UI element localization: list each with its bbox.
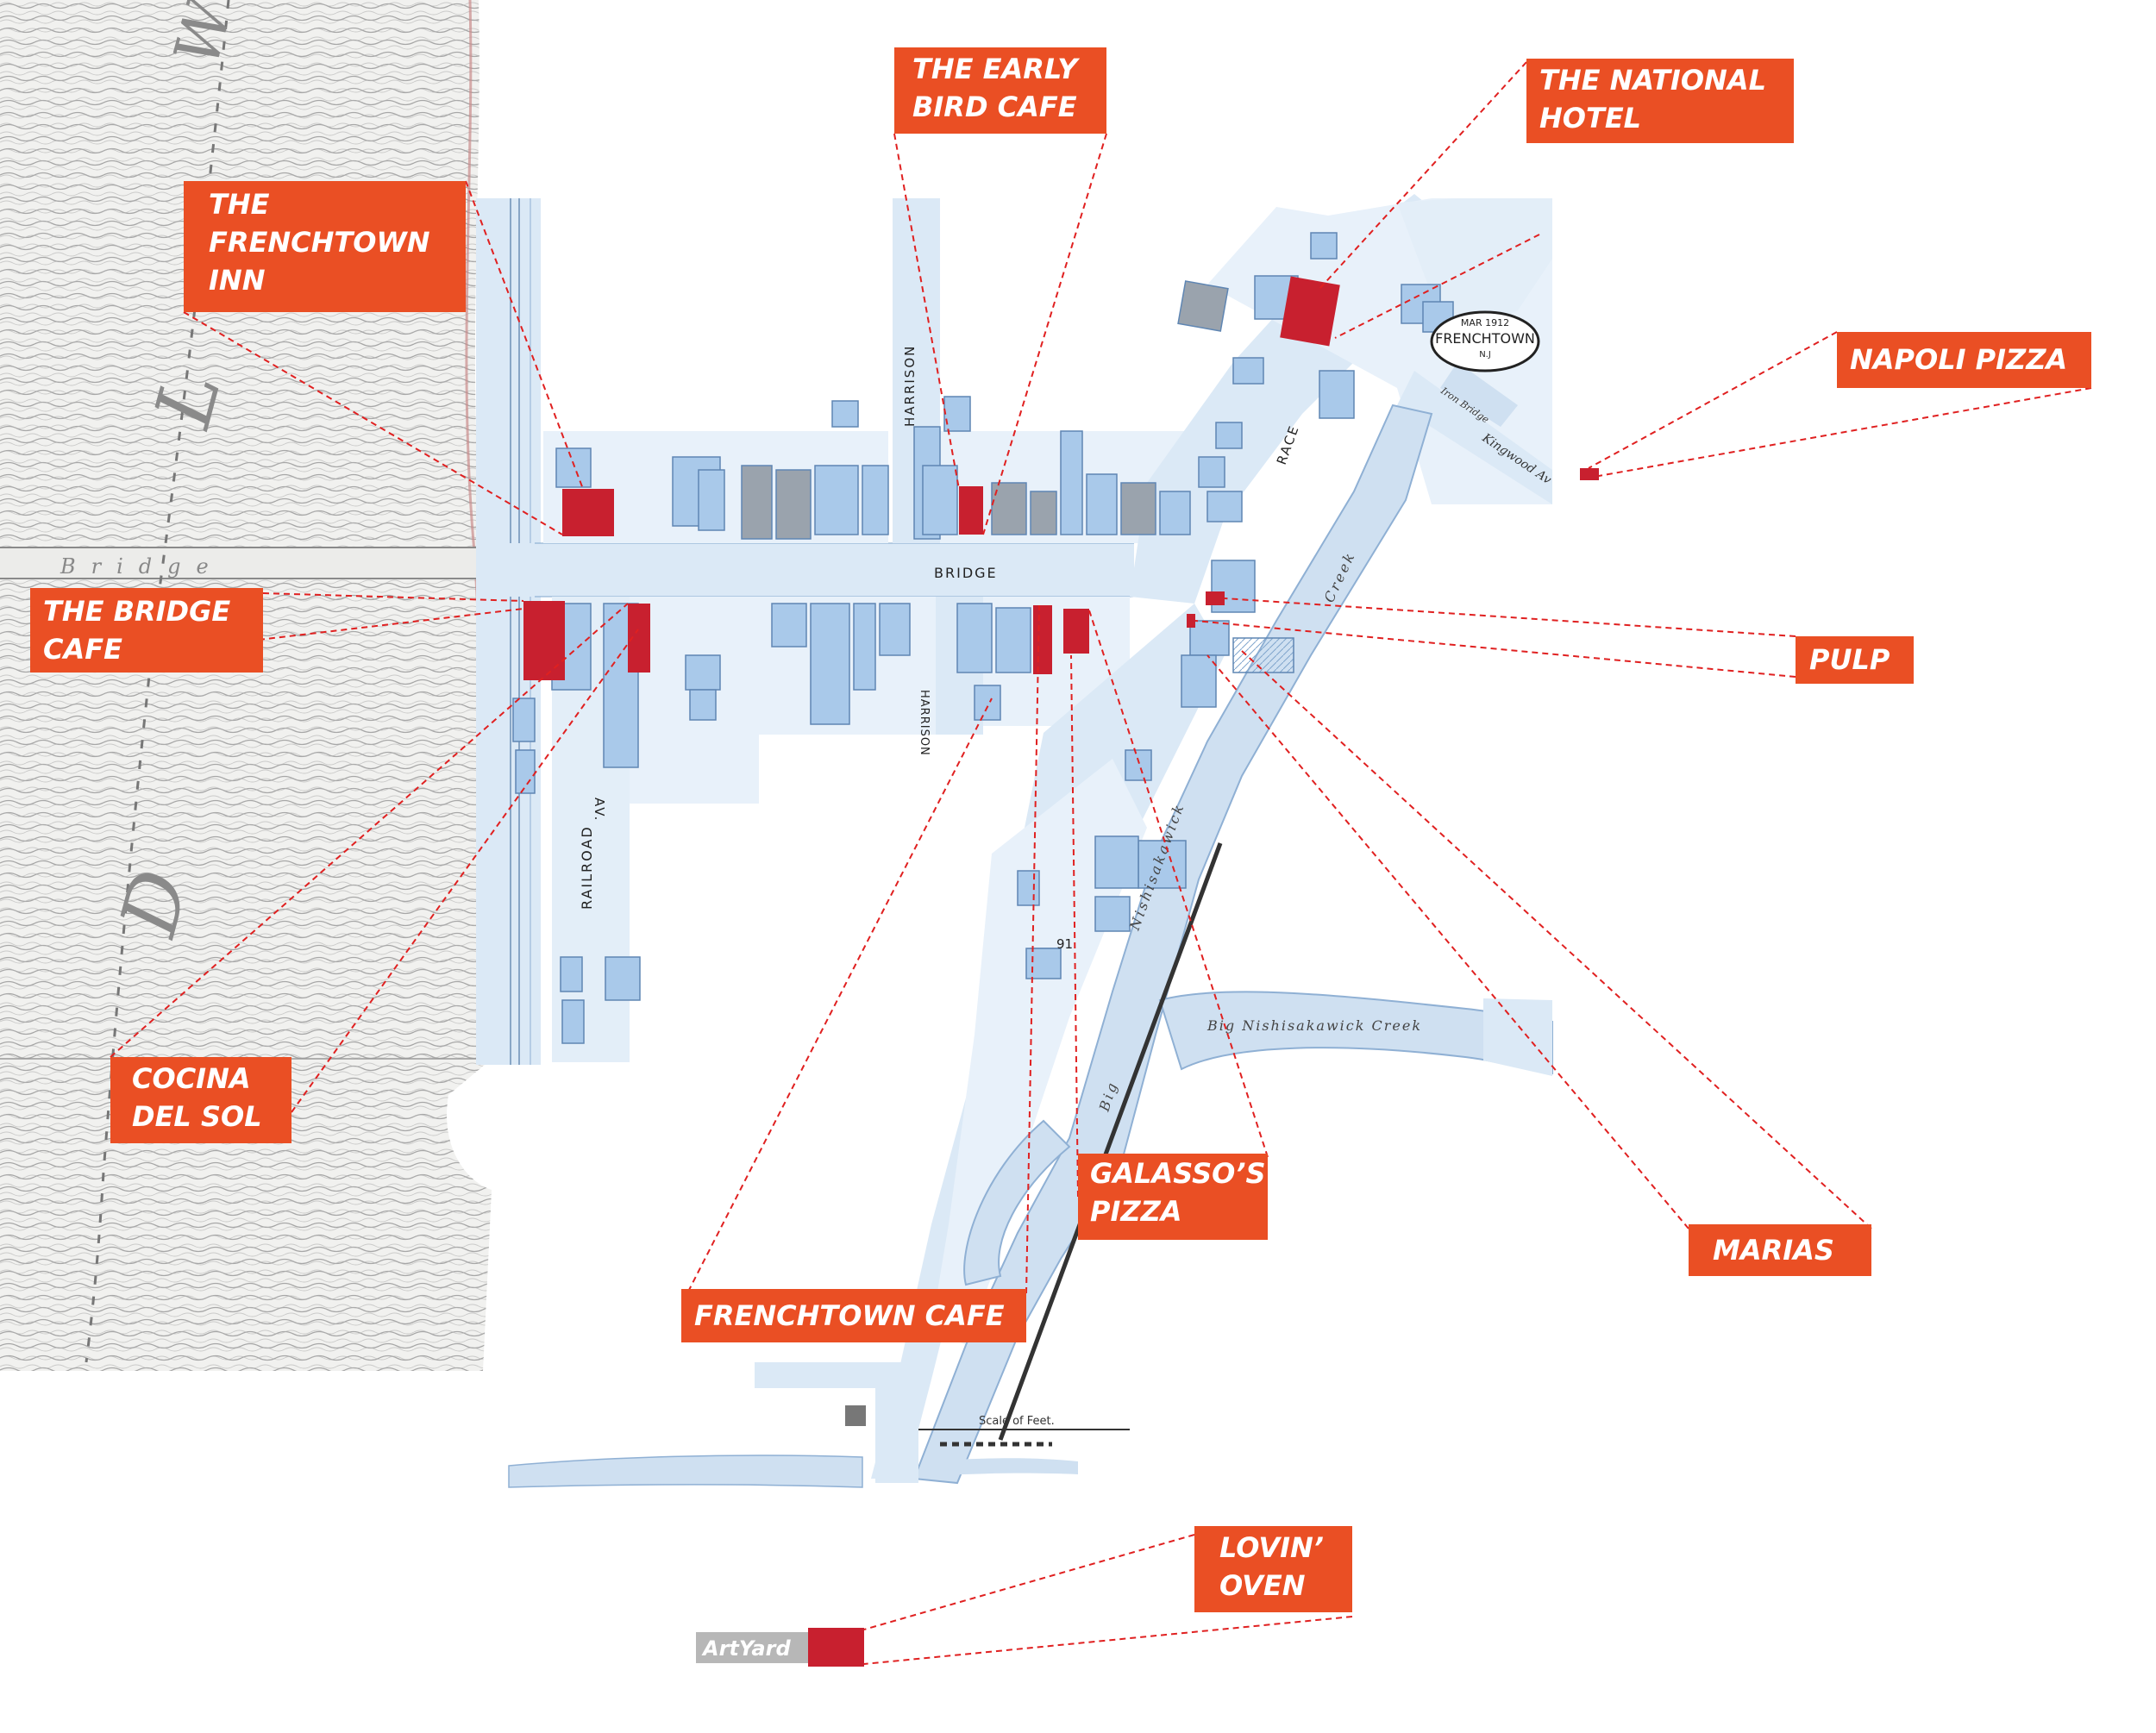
stamp-state: N.J [1479,350,1491,360]
label-marias[interactable]: MARIAS [1689,1224,1871,1276]
marker-national-hotel[interactable] [1280,276,1340,347]
pulp-line1: PULP [1809,643,1890,676]
marker-early-bird-cafe[interactable] [959,486,983,535]
harrison-south-label: HARRISON [918,690,931,756]
label-napoli-pizza[interactable]: NAPOLI PIZZA [1837,332,2091,388]
marker-frenchtown-inn[interactable] [562,489,614,536]
label-bridge-cafe[interactable]: THE BRIDGE CAFE [30,588,263,673]
frenchtown-inn-line3: INN [209,264,266,297]
av-label: AV. [592,798,607,822]
frenchtown-inn-line1: THE [209,188,270,221]
lovin-oven-line1: LOVIN’ [1219,1531,1324,1564]
artyard-label: ArtYard [701,1636,791,1661]
early-bird-line2: BIRD CAFE [912,91,1077,123]
marker-lovin-oven[interactable] [808,1628,864,1667]
marker-pulp-2 [1206,591,1225,605]
restaurant-labels: THE FRENCHTOWN INN THE EARLY BIRD CAFE T… [30,47,2091,1612]
marker-pulp[interactable] [1187,614,1195,628]
harrison-street-label: HARRISON [902,345,918,427]
big-nishisakawick-creek-label: Big Nishisakawick Creek [1206,1017,1422,1034]
label-early-bird-cafe[interactable]: THE EARLY BIRD CAFE [894,47,1106,134]
railroad-label: RAILROAD [579,825,595,910]
label-frenchtown-cafe[interactable]: FRENCHTOWN CAFE [681,1289,1026,1342]
label-lovin-oven[interactable]: LOVIN’ OVEN [1194,1526,1352,1612]
bridge-street-label: BRIDGE [934,565,998,581]
national-hotel-line1: THE NATIONAL [1539,64,1766,97]
national-hotel-line2: HOTEL [1539,102,1641,135]
cocina-line1: COCINA [132,1062,251,1095]
label-frenchtown-inn[interactable]: THE FRENCHTOWN INN [184,181,466,312]
napoli-pizza-line1: NAPOLI PIZZA [1850,343,2067,376]
marias-line1: MARIAS [1713,1234,1834,1267]
marker-galassos-pizza[interactable] [1063,609,1089,654]
frenchtown-inn-line2: FRENCHTOWN [209,226,430,259]
bridge-cafe-line2: CAFE [43,633,122,666]
galassos-line2: PIZZA [1090,1195,1182,1228]
lovin-oven-line2: OVEN [1219,1569,1306,1602]
frenchtown-cafe-line1: FRENCHTOWN CAFE [694,1299,1005,1332]
block-91-label: 91 [1056,936,1073,952]
old-bridge-label: Bridge [60,554,224,579]
label-galassos-pizza[interactable]: GALASSO’S PIZZA [1078,1154,1268,1240]
south-grey-square [845,1405,866,1426]
marker-bridge-cafe[interactable] [523,601,565,680]
cocina-line2: DEL SOL [132,1100,262,1133]
old-river-map: Bridge W L D [0,0,498,1371]
stamp-date: MAR 1912 [1461,317,1509,328]
artyard-badge: ArtYard [696,1632,808,1663]
scale-label: Scale of Feet. [979,1415,1055,1428]
buildings [512,232,1454,1044]
early-bird-line1: THE EARLY [912,53,1080,85]
bridge-cafe-line1: THE BRIDGE [43,595,230,628]
frenchtown-stamp: MAR 1912 FRENCHTOWN N.J [1430,310,1540,372]
marker-frenchtown-cafe[interactable] [1033,605,1052,674]
galassos-line1: GALASSO’S [1090,1157,1266,1190]
label-cocina-del-sol[interactable]: COCINA DEL SOL [110,1057,291,1143]
leader-lines [110,61,2092,1665]
stamp-town: FRENCHTOWN [1435,330,1535,347]
label-pulp[interactable]: PULP [1796,636,1914,684]
marker-napoli-pizza[interactable] [1580,468,1599,480]
label-national-hotel[interactable]: THE NATIONAL HOTEL [1526,59,1794,143]
